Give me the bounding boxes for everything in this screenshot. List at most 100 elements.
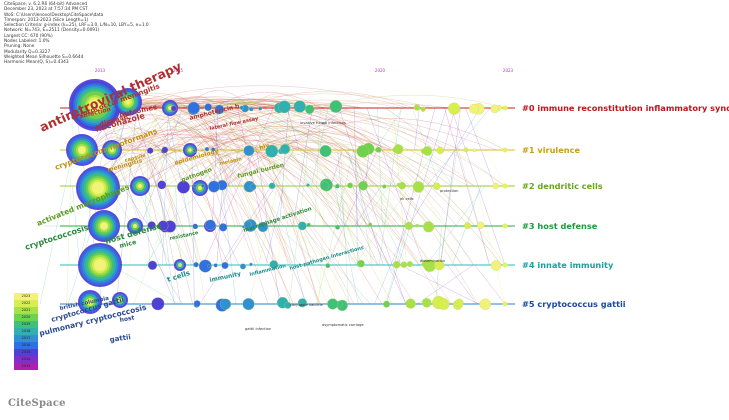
keyword-node <box>396 182 401 187</box>
keyword-node-ring <box>98 263 102 267</box>
keyword-node <box>477 221 485 229</box>
citation-arc <box>222 145 368 227</box>
co-occurrence-link <box>122 185 149 227</box>
co-occurrence-link <box>405 107 430 187</box>
keyword-node <box>306 222 311 228</box>
co-occurrence-link <box>417 264 474 305</box>
keyword-node <box>151 297 165 311</box>
citation-arc <box>198 101 506 187</box>
keyword-node <box>161 146 169 154</box>
keyword-node <box>218 223 228 232</box>
keyword-node <box>422 146 433 156</box>
cluster-label: #4 innate immunity <box>522 260 614 270</box>
keyword-node <box>423 221 435 233</box>
co-occurrence-link <box>365 149 370 187</box>
co-occurrence-link <box>311 107 329 187</box>
keyword-node <box>358 180 368 191</box>
keyword-node <box>406 261 413 268</box>
legend-swatch: 2022 <box>14 300 38 307</box>
co-occurrence-link <box>279 107 289 227</box>
keyword-node <box>421 259 431 269</box>
keyword-node <box>213 263 218 268</box>
co-occurrence-link <box>286 107 300 151</box>
keyword-node <box>205 219 216 231</box>
legend-year-label: 2014 <box>21 357 31 361</box>
co-occurrence-link <box>338 107 406 305</box>
citation-arc <box>104 115 191 151</box>
citation-arc <box>91 150 321 305</box>
co-occurrence-link <box>354 185 382 227</box>
co-occurrence-link <box>353 149 373 266</box>
keyword-node <box>208 180 220 193</box>
keyword-node <box>420 106 426 112</box>
citation-arc <box>133 136 378 266</box>
keyword-label: dissemination <box>420 259 445 263</box>
co-occurrence-link <box>458 149 490 266</box>
keyword-node-ring <box>198 186 202 190</box>
co-occurrence-link <box>216 149 240 227</box>
co-occurrence-link <box>94 107 176 305</box>
co-occurrence-link <box>273 107 294 305</box>
citation-arc <box>137 150 452 305</box>
legend-year-label: 2016 <box>21 343 31 347</box>
keyword-node <box>211 147 216 152</box>
keyword-label: hiv <box>258 142 270 152</box>
co-occurrence-link <box>148 107 158 227</box>
keyword-node <box>242 298 255 311</box>
legend-year-label: 2021 <box>21 308 31 312</box>
legend-year-label: 2015 <box>21 350 31 354</box>
keyword-node <box>170 105 177 112</box>
co-occurrence-link <box>348 225 356 266</box>
keyword-node <box>463 147 469 153</box>
citation-arc <box>181 99 502 266</box>
cluster-label: #2 dendritic cells <box>522 181 603 191</box>
keyword-node <box>214 104 225 115</box>
legend-swatch: 2018 <box>14 328 38 335</box>
keyword-node <box>147 221 156 230</box>
keyword-node <box>257 221 269 233</box>
keyword-node <box>479 298 491 310</box>
co-occurrence-link <box>474 264 506 305</box>
keyword-node <box>304 104 315 114</box>
co-occurrence-link <box>314 107 321 227</box>
keyword-label: host <box>119 314 135 323</box>
legend-swatch: 2015 <box>14 349 38 356</box>
keyword-node <box>243 220 252 229</box>
co-occurrence-link <box>359 149 417 227</box>
keyword-label: nk cells <box>400 197 414 201</box>
keyword-node <box>347 182 353 189</box>
citation-arc <box>207 125 478 305</box>
co-occurrence-link <box>425 149 454 187</box>
co-occurrence-link <box>157 149 187 187</box>
keyword-node <box>502 147 508 153</box>
keyword-node <box>436 146 444 155</box>
co-occurrence-link <box>235 149 263 266</box>
co-occurrence-link <box>330 149 343 187</box>
keyword-node-ring <box>118 298 122 302</box>
keyword-node <box>192 149 197 153</box>
co-occurrence-link <box>220 149 295 266</box>
legend-swatch: 2021 <box>14 307 38 314</box>
keyword-node <box>293 100 306 113</box>
co-occurrence-link <box>262 107 327 151</box>
keyword-node <box>412 181 425 193</box>
info-line: Nodes Labeled: 1.0% <box>4 39 50 45</box>
keyword-node <box>269 260 279 269</box>
keyword-node <box>502 223 508 229</box>
keyword-label: gattii infection <box>245 327 271 331</box>
keyword-node <box>157 220 169 231</box>
co-occurrence-link <box>212 107 237 305</box>
keyword-node <box>502 262 508 268</box>
legend-swatch: 2017 <box>14 335 38 342</box>
citation-arc <box>224 118 506 187</box>
timeline-year-label: 2013 <box>95 68 106 73</box>
keyword-node <box>464 222 472 230</box>
timeline-year-label: 2020 <box>375 68 386 73</box>
cluster-label: #0 immune reconstitution inflammatory sy… <box>522 103 729 113</box>
timeline-year-label: 2015 <box>173 68 184 73</box>
info-line: Modularity Q=0.3227 <box>4 49 51 55</box>
keyword-node <box>249 262 253 267</box>
co-occurrence-link <box>344 149 407 266</box>
